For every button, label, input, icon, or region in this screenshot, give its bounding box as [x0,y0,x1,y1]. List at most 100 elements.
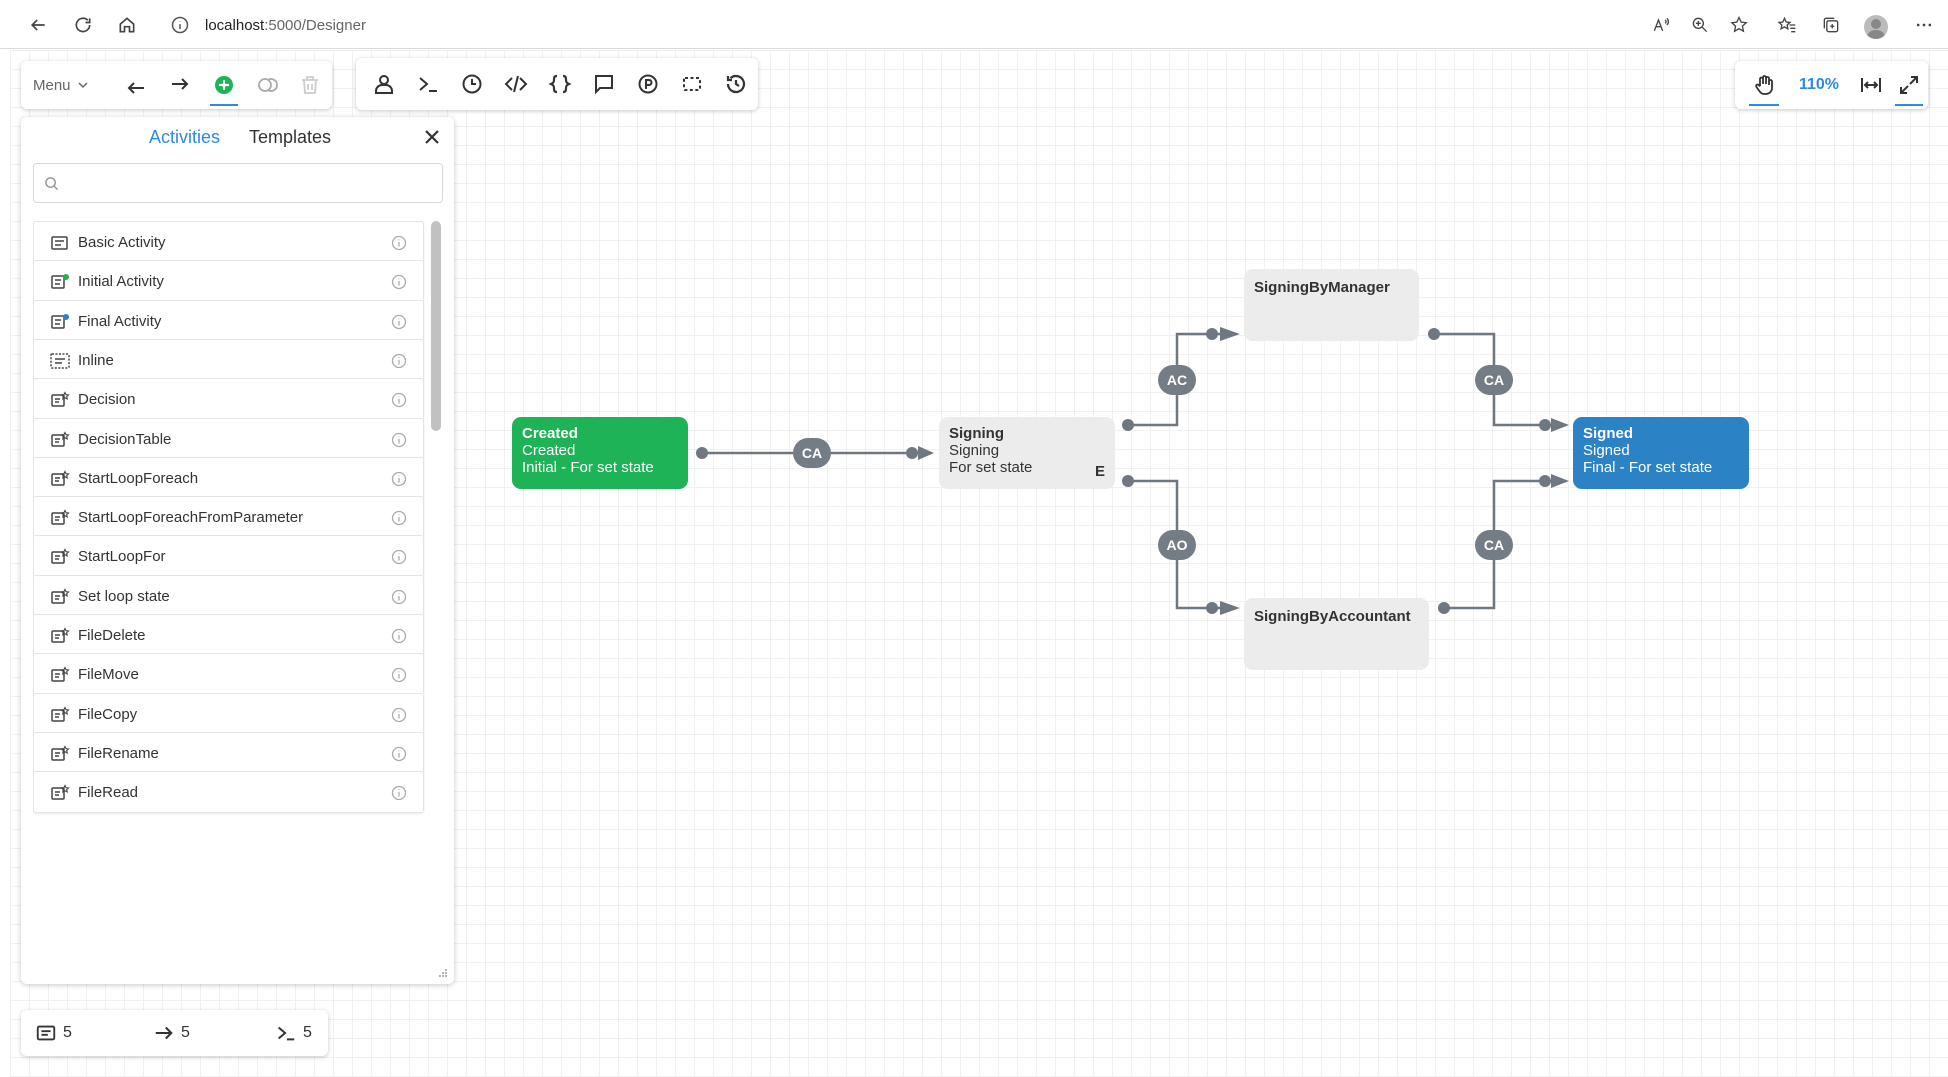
info-icon[interactable] [391,314,407,330]
transition-badge-manager-signed[interactable]: CA [1475,365,1513,395]
favorites-icon[interactable] [1773,11,1801,39]
info-icon[interactable] [391,549,407,565]
commands-button[interactable] [410,58,446,110]
url-path: :5000/Designer [264,17,366,34]
resize-handle-icon[interactable] [436,966,448,978]
activity-list-item[interactable]: Final Activity [33,299,424,342]
activity-node-signed[interactable]: Signed Signed Final - For set state [1573,417,1749,489]
transition-badge-created-signing[interactable]: CA [793,438,831,468]
activity-list-item[interactable]: Basic Activity [33,221,424,263]
localization-button[interactable] [586,58,622,110]
activity-list-item[interactable]: FileMove [33,653,424,696]
delete-button[interactable] [292,61,328,109]
info-icon[interactable] [391,471,407,487]
timers-button[interactable] [454,58,490,110]
info-icon[interactable] [391,274,407,290]
tab-activities[interactable]: Activities [149,127,221,147]
node-marker: E [1094,463,1105,480]
info-icon[interactable] [391,392,407,408]
info-icon[interactable] [391,432,407,448]
add-activity-button[interactable] [206,61,242,109]
view-toolbar: 110% [1735,61,1928,109]
info-icon[interactable] [391,510,407,526]
zoom-page-icon[interactable] [1686,11,1714,39]
fullscreen-button[interactable] [1891,61,1927,109]
parameters-button[interactable] [542,58,578,110]
activity-node-created[interactable]: Created Created Initial - For set state [512,417,688,489]
activity-list-item[interactable]: StartLoopForeachFromParameter [33,496,424,539]
menu-button[interactable]: Menu [33,61,89,109]
home-icon[interactable] [113,11,141,39]
chevron-down-icon [78,82,88,89]
activity-node-signing-by-manager[interactable]: SigningByManager [1244,269,1419,341]
tools-toolbar [356,58,758,110]
site-info-icon[interactable] [170,15,190,35]
more-options-icon[interactable] [1910,11,1938,39]
transition-badge-accountant-signed[interactable]: CA [1475,530,1513,560]
transition-badge-signing-manager[interactable]: AC [1158,365,1196,395]
code-actions-button[interactable] [498,58,534,110]
activity-list-item-label: StartLoopForeachFromParameter [78,509,304,527]
fit-width-button[interactable] [1853,61,1889,109]
redo-button[interactable] [162,61,198,109]
activity-list-item[interactable]: StartLoopForeach [33,456,424,499]
activity-list-item[interactable]: FileRead [33,771,424,814]
search-box [33,163,443,203]
info-icon[interactable] [391,785,407,801]
activity-list-item[interactable]: Initial Activity [33,260,424,303]
initial-activity-icon [50,273,70,291]
collections-icon[interactable] [1817,11,1845,39]
activity-list-item[interactable]: DecisionTable [33,417,424,460]
info-icon[interactable] [391,707,407,723]
add-favorite-icon[interactable] [1725,11,1753,39]
info-icon[interactable] [391,589,407,605]
activity-list-item[interactable]: Inline [33,338,424,381]
activities-count[interactable]: 5 [35,1022,72,1044]
activity-list-item[interactable]: FileDelete [33,614,424,656]
activity-list-item-label: FileMove [78,666,139,684]
activity-node-signing-by-accountant[interactable]: SigningByAccountant [1244,598,1429,670]
node-state: Created [522,442,576,459]
activity-list-item[interactable]: StartLoopFor [33,535,424,578]
search-input[interactable] [64,172,424,194]
back-arrow-icon[interactable] [24,11,52,39]
undo-button[interactable] [118,61,154,109]
activity-node-signing[interactable]: Signing Signing For set state E [939,417,1115,489]
toggle-button[interactable] [250,61,286,109]
action-activity-icon [50,548,70,566]
scrollbar-thumb[interactable] [431,221,441,431]
info-icon[interactable] [391,667,407,683]
list-scrollbar[interactable] [431,221,441,961]
node-title: SigningByManager [1254,279,1390,296]
activity-list-item[interactable]: Set loop state [33,574,424,617]
activity-list-item[interactable]: Decision [33,378,424,421]
undo-icon [127,82,144,94]
info-icon[interactable] [391,353,407,369]
refresh-icon[interactable] [69,11,97,39]
commands-count[interactable]: 5 [275,1022,312,1044]
zoom-level[interactable]: 110% [1798,76,1840,93]
tab-templates[interactable]: Templates [249,127,332,147]
activity-list-item[interactable]: FileRename [33,731,424,774]
info-icon[interactable] [391,628,407,644]
pan-button[interactable] [1745,61,1783,109]
p-circle-icon [638,74,658,94]
info-icon[interactable] [391,746,407,762]
info-icon[interactable] [391,235,407,251]
profile-avatar[interactable] [1864,15,1888,39]
select-button[interactable] [674,58,710,110]
read-aloud-icon[interactable] [1647,11,1675,39]
actors-button[interactable] [366,58,402,110]
action-activity-icon [50,587,70,606]
user-icon [375,75,393,94]
activity-list-item-label: StartLoopForeach [78,469,199,487]
close-panel-button[interactable] [420,125,444,149]
transition-badge-signing-accountant[interactable]: AO [1158,530,1196,560]
transitions-count[interactable]: 5 [153,1022,190,1044]
terminal-icon [278,1026,295,1041]
process-info-button[interactable] [630,58,666,110]
history-button[interactable] [718,58,754,110]
address-bar[interactable]: localhost:5000/Designer [205,17,366,34]
activity-list-item-label: FileCopy [78,705,138,723]
activity-list-item[interactable]: FileCopy [33,692,424,735]
